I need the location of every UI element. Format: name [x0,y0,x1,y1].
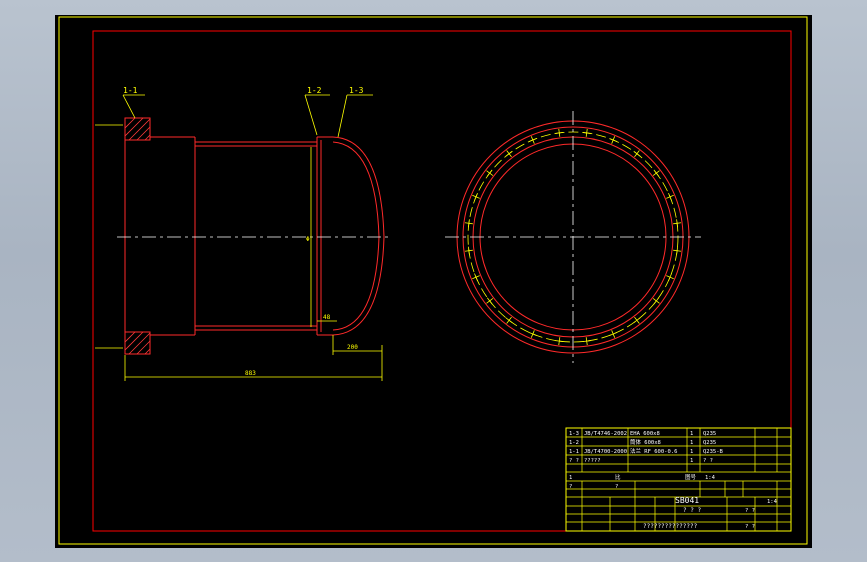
tb-label: 1:4 [705,475,716,481]
bolt-hole [652,169,660,177]
bolt-hole [582,337,591,346]
drawing-subtitle: ??????????????? [643,523,698,530]
drawing-canvas[interactable]: 883 200 48 Φ 1-1 1-2 1-3 [55,15,812,548]
flange-outline [124,118,196,354]
drawing-number: SB041 [675,496,699,505]
part-seq: 1-3 [569,431,579,437]
flange-hatch-bottom [124,331,151,355]
tb-label: 图号 [685,473,697,481]
tb-label: ? ? [745,524,755,530]
header-seq: ? ? [569,458,579,464]
part-qty: 1 [690,431,693,437]
part-name: 法兰 RF 600-0.6 [630,447,677,455]
bolt-hole [472,192,480,201]
part-seq: 1-2 [569,440,579,446]
flange-hatch-top [124,117,151,141]
callout-1-1[interactable]: 1-1 [123,86,138,95]
part-code: JB/T4746-2002 [584,431,627,437]
shell-outline [195,136,333,336]
scale: 1:4 [767,499,778,505]
end-view [445,111,701,363]
callout-1-2[interactable]: 1-2 [307,86,322,95]
header-code: ????? [584,458,601,464]
bolt-hole [555,337,564,346]
tb-label: 1 [569,475,572,481]
bolt-hole [464,246,473,255]
bolt-hole [505,316,513,324]
bolt-hole [464,219,473,228]
dim-diameter: Φ [306,236,310,243]
part-material: Q235 [703,431,716,437]
bolt-hole [609,330,618,338]
part-material: Q235 [703,440,716,446]
bolt-hole [673,219,682,228]
bolt-hole [528,136,537,144]
bolt-hole [486,169,494,177]
sheet-frame [58,16,808,545]
tb-label: ? ? [745,508,755,514]
drawing-sheet[interactable]: 883 200 48 Φ 1-1 1-2 1-3 [55,15,812,548]
bolt-hole [582,128,591,137]
part-name: EHA 600x8 [630,431,660,437]
tb-label: ? [569,484,572,490]
bolt-hole [528,330,537,338]
bolt-hole [555,128,564,137]
side-view: 883 200 48 Φ 1-1 1-2 1-3 [95,86,390,381]
bolt-hole [652,297,660,305]
tb-label: ? [615,484,618,490]
bolt-hole [486,297,494,305]
bolt-holes [464,128,682,346]
part-material: Q235-B [703,449,724,455]
elliptical-head [332,136,385,336]
part-seq: 1-1 [569,449,579,455]
dimension-lines [95,94,383,381]
bolt-hole [673,246,682,255]
bolt-hole [633,316,641,324]
callout-1-3[interactable]: 1-3 [349,86,364,95]
dim-wall: 48 [323,314,331,321]
drawing-border [92,30,792,532]
tb-label: 比 [615,473,621,481]
bolt-hole [609,136,618,144]
part-name: 筒体 600x8 [630,438,661,446]
bolt-hole [472,273,480,282]
dim-overall-length: 883 [245,370,256,377]
header-material: ? ? [703,458,713,464]
part-qty: 1 [690,440,693,446]
bolt-hole [666,192,674,201]
drawing-title: ? ? ? [683,507,701,514]
part-qty: 1 [690,449,693,455]
header-qty: 1 [690,458,693,464]
bolt-hole [666,273,674,282]
bolt-hole [505,150,513,158]
bolt-hole [633,150,641,158]
dim-head-depth: 200 [347,344,358,351]
part-code: JB/T4700-2000 [584,449,627,455]
